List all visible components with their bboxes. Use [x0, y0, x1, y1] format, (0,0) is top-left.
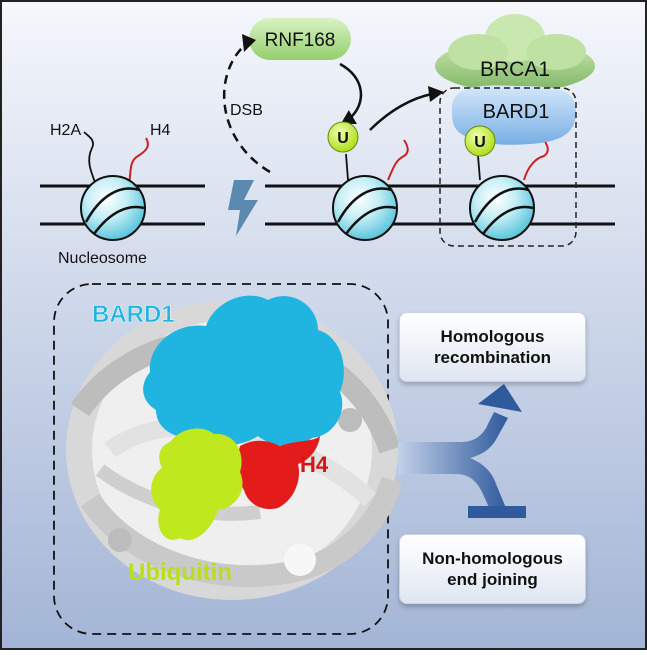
ubiquitin-mark-2 — [464, 125, 496, 157]
nucleosome-bard1-bound — [469, 139, 549, 241]
ubiquitin-density — [151, 428, 243, 541]
bard1-label: BARD1 — [483, 101, 550, 123]
nucleosome-label: Nucleosome — [58, 250, 147, 267]
bard1-structure-label: BARD1 — [92, 301, 175, 328]
arrow-up-icon — [478, 384, 522, 412]
pathway-fork — [398, 412, 508, 514]
lightning-bolt-icon — [228, 180, 258, 236]
rnf168-arrowhead-icon — [340, 110, 357, 124]
nucleosome-ubiquitinated — [332, 139, 409, 241]
nucleosome-unmodified — [80, 131, 149, 241]
recruitment-arrowhead-icon — [428, 86, 444, 102]
dsb-label: DSB — [230, 102, 263, 119]
h4-density — [237, 436, 320, 510]
recruitment-arrow — [369, 92, 433, 131]
h2a-label: H2A — [50, 122, 81, 139]
ubiquitin-label-2: U — [474, 134, 486, 151]
dsb-arrowhead-icon — [242, 34, 256, 52]
brca1-node — [435, 14, 595, 92]
rnf168-node — [249, 18, 351, 60]
ubiquitin-structure-label: Ubiquitin — [128, 559, 232, 586]
brca1-label: BRCA1 — [480, 58, 550, 81]
ubiquitin-label-1: U — [337, 130, 349, 147]
ubiquitin-mark-1 — [327, 121, 359, 153]
rnf168-to-ubiquitin-arrow — [339, 62, 363, 119]
bard1-density — [143, 295, 344, 447]
nhej-box: Non-homologous end joining — [399, 534, 586, 604]
inhibition-bar-icon — [468, 506, 526, 518]
dsb-arrow — [222, 43, 271, 174]
homologous-recombination-box: Homologous recombination — [399, 312, 586, 382]
complex-dashed-box — [439, 87, 577, 247]
h4-tail-label: H4 — [150, 122, 171, 139]
dna-strands — [40, 184, 615, 226]
h4-structure-label: H4 — [300, 452, 329, 477]
rnf168-label: RNF168 — [265, 30, 336, 51]
